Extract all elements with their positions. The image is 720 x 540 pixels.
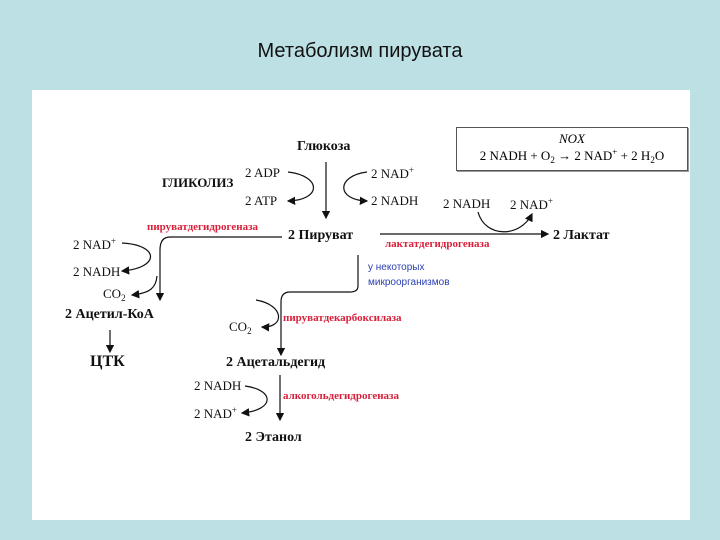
microorganisms-line2: микроорганизмов: [368, 277, 450, 288]
microorganisms-line1: у некоторых: [368, 262, 425, 273]
nad-nadh-arrow: [343, 171, 369, 205]
nadh-label: 2 NADH: [371, 193, 419, 208]
ldh-nadh-arrow: [477, 211, 533, 233]
pdh-enzyme-label: пируватдегидрогеназа: [147, 221, 259, 233]
ethanol-label: 2 Этанол: [245, 430, 302, 445]
adp-label: 2 ADP: [245, 165, 281, 180]
pdc-arrow: [276, 255, 359, 357]
nad-label: 2 NAD+: [371, 165, 414, 181]
acetyl-coa-label: 2 Ацетил-КоА: [65, 307, 154, 322]
ldh-nad-label: 2 NAD+: [510, 196, 553, 212]
pyruvate-label: 2 Пируват: [288, 228, 354, 243]
tca-label: ЦТК: [90, 353, 125, 370]
diagram-panel: [32, 90, 690, 520]
pdh-co2-arrow: [130, 275, 158, 299]
pdc-co2-label: CO2: [229, 319, 252, 336]
pdc-co2-arrow: [255, 299, 280, 332]
adh-nadh-label: 2 NADH: [194, 378, 242, 393]
adh-nad-label: 2 NAD+: [194, 405, 237, 421]
ldh-nadh-label: 2 NADH: [443, 196, 491, 211]
slide-title: Метаболизм пирувата: [257, 40, 463, 62]
acetaldehyde-label: 2 Ацетальдегид: [226, 355, 326, 370]
pdh-nad-label: 2 NAD+: [73, 236, 116, 252]
pdc-enzyme-label: пируватдекарбоксилаза: [283, 312, 402, 324]
glycolysis-label: ГЛИКОЛИЗ: [162, 175, 234, 190]
ldh-enzyme-label: лактатдегидрогеназа: [385, 238, 490, 250]
lactate-label: 2 Лактат: [553, 228, 610, 243]
nox-box: NOX 2 NADH + O2 → 2 NAD+ + 2 H2O: [456, 127, 688, 171]
pdh-co2-label: CO2: [103, 286, 126, 303]
atp-label: 2 ATP: [245, 193, 278, 208]
adp-atp-arrow: [286, 171, 315, 205]
pdh-arrow: [155, 236, 282, 302]
pdh-nadh-label: 2 NADH: [73, 264, 121, 279]
glucose-label: Глюкоза: [297, 139, 351, 154]
adh-enzyme-label: алкогольдегидрогеназа: [283, 390, 399, 402]
adh-nadh-arrow: [240, 385, 268, 417]
pdh-nad-arrow: [120, 242, 152, 275]
